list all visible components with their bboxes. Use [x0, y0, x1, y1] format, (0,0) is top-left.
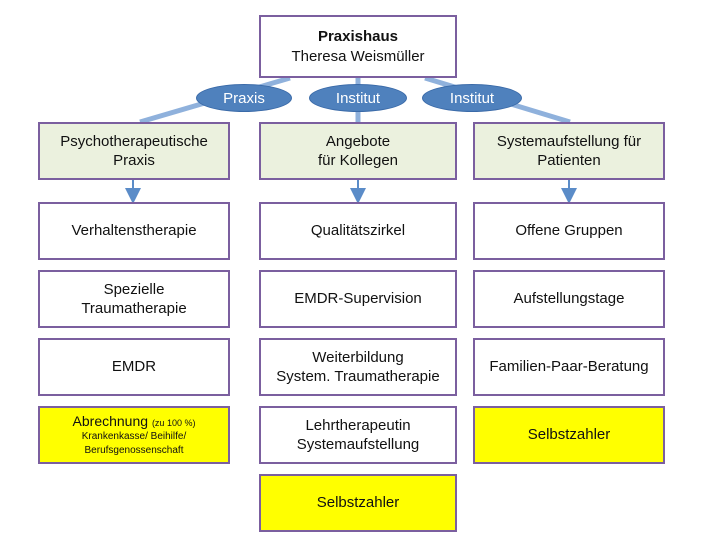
item-verhaltenstherapie: Verhaltenstherapie — [38, 202, 230, 260]
item-lehrtherapeutin: Lehrtherapeutin Systemaufstellung — [259, 406, 457, 464]
item-spezielle-traumatherapie: Spezielle Traumatherapie — [38, 270, 230, 328]
billing-percent: (zu 100 %) — [151, 417, 196, 428]
billing-selbstzahler-right: Selbstzahler — [473, 406, 665, 464]
header-line: Systemaufstellung für — [496, 132, 642, 150]
header-line: Psychotherapeutische — [60, 132, 208, 150]
item-emdr-supervision: EMDR-Supervision — [259, 270, 457, 328]
header-line: Patienten — [537, 152, 601, 169]
item-label: Offene Gruppen — [515, 222, 623, 240]
billing-selbstzahler-center: Selbstzahler — [259, 474, 457, 532]
oval-institut-right: Institut — [422, 84, 522, 112]
item-label: EMDR — [111, 358, 157, 376]
item-aufstellungstage: Aufstellungstage — [473, 270, 665, 328]
item-weiterbildung: Weiterbildung System. Traumatherapie — [259, 338, 457, 396]
billing-main: Abrechnung — [72, 412, 149, 429]
item-label: Familien-Paar-Beratung — [489, 358, 649, 376]
header-angebote-fuer-kollegen: Angebote für Kollegen — [259, 122, 457, 180]
root-box: Praxishaus Theresa Weismüller — [259, 15, 457, 78]
item-label: Lehrtherapeutin — [305, 416, 411, 434]
item-label: EMDR-Supervision — [294, 290, 422, 308]
item-offene-gruppen: Offene Gruppen — [473, 202, 665, 260]
item-label: System. Traumatherapie — [276, 368, 440, 385]
header-systemaufstellung-fuer-patienten: Systemaufstellung für Patienten — [473, 122, 665, 180]
oval-institut-center: Institut — [309, 84, 407, 112]
item-label: Qualitätszirkel — [310, 222, 406, 240]
billing-abrechnung: Abrechnung (zu 100 %) Krankenkasse/ Beih… — [38, 406, 230, 464]
billing-main: Selbstzahler — [316, 494, 400, 512]
header-psychotherapeutische-praxis: Psychotherapeutische Praxis — [38, 122, 230, 180]
item-familien-paar-beratung: Familien-Paar-Beratung — [473, 338, 665, 396]
billing-title: Abrechnung (zu 100 %) — [73, 412, 196, 430]
item-label: Aufstellungstage — [513, 290, 625, 308]
oval-institut-center-label: Institut — [335, 89, 381, 107]
header-line: Praxis — [113, 152, 155, 169]
root-subtitle: Theresa Weismüller — [291, 47, 425, 65]
header-line: Angebote — [325, 132, 391, 150]
oval-praxis: Praxis — [196, 84, 292, 112]
item-label: Weiterbildung — [312, 348, 404, 366]
item-label: Systemaufstellung — [296, 436, 420, 453]
item-label: Traumatherapie — [81, 300, 187, 317]
item-label: Verhaltenstherapie — [71, 222, 197, 240]
item-emdr: EMDR — [38, 338, 230, 396]
header-line: für Kollegen — [317, 152, 399, 169]
item-qualitaetszirkel: Qualitätszirkel — [259, 202, 457, 260]
billing-line3: Berufsgenossenschaft — [84, 445, 184, 457]
oval-praxis-label: Praxis — [223, 89, 265, 107]
oval-institut-right-label: Institut — [449, 89, 495, 107]
root-title: Praxishaus — [317, 28, 399, 45]
billing-line2: Krankenkasse/ Beihilfe/ — [81, 431, 187, 443]
billing-main: Selbstzahler — [527, 426, 611, 444]
item-label: Spezielle — [103, 280, 165, 298]
